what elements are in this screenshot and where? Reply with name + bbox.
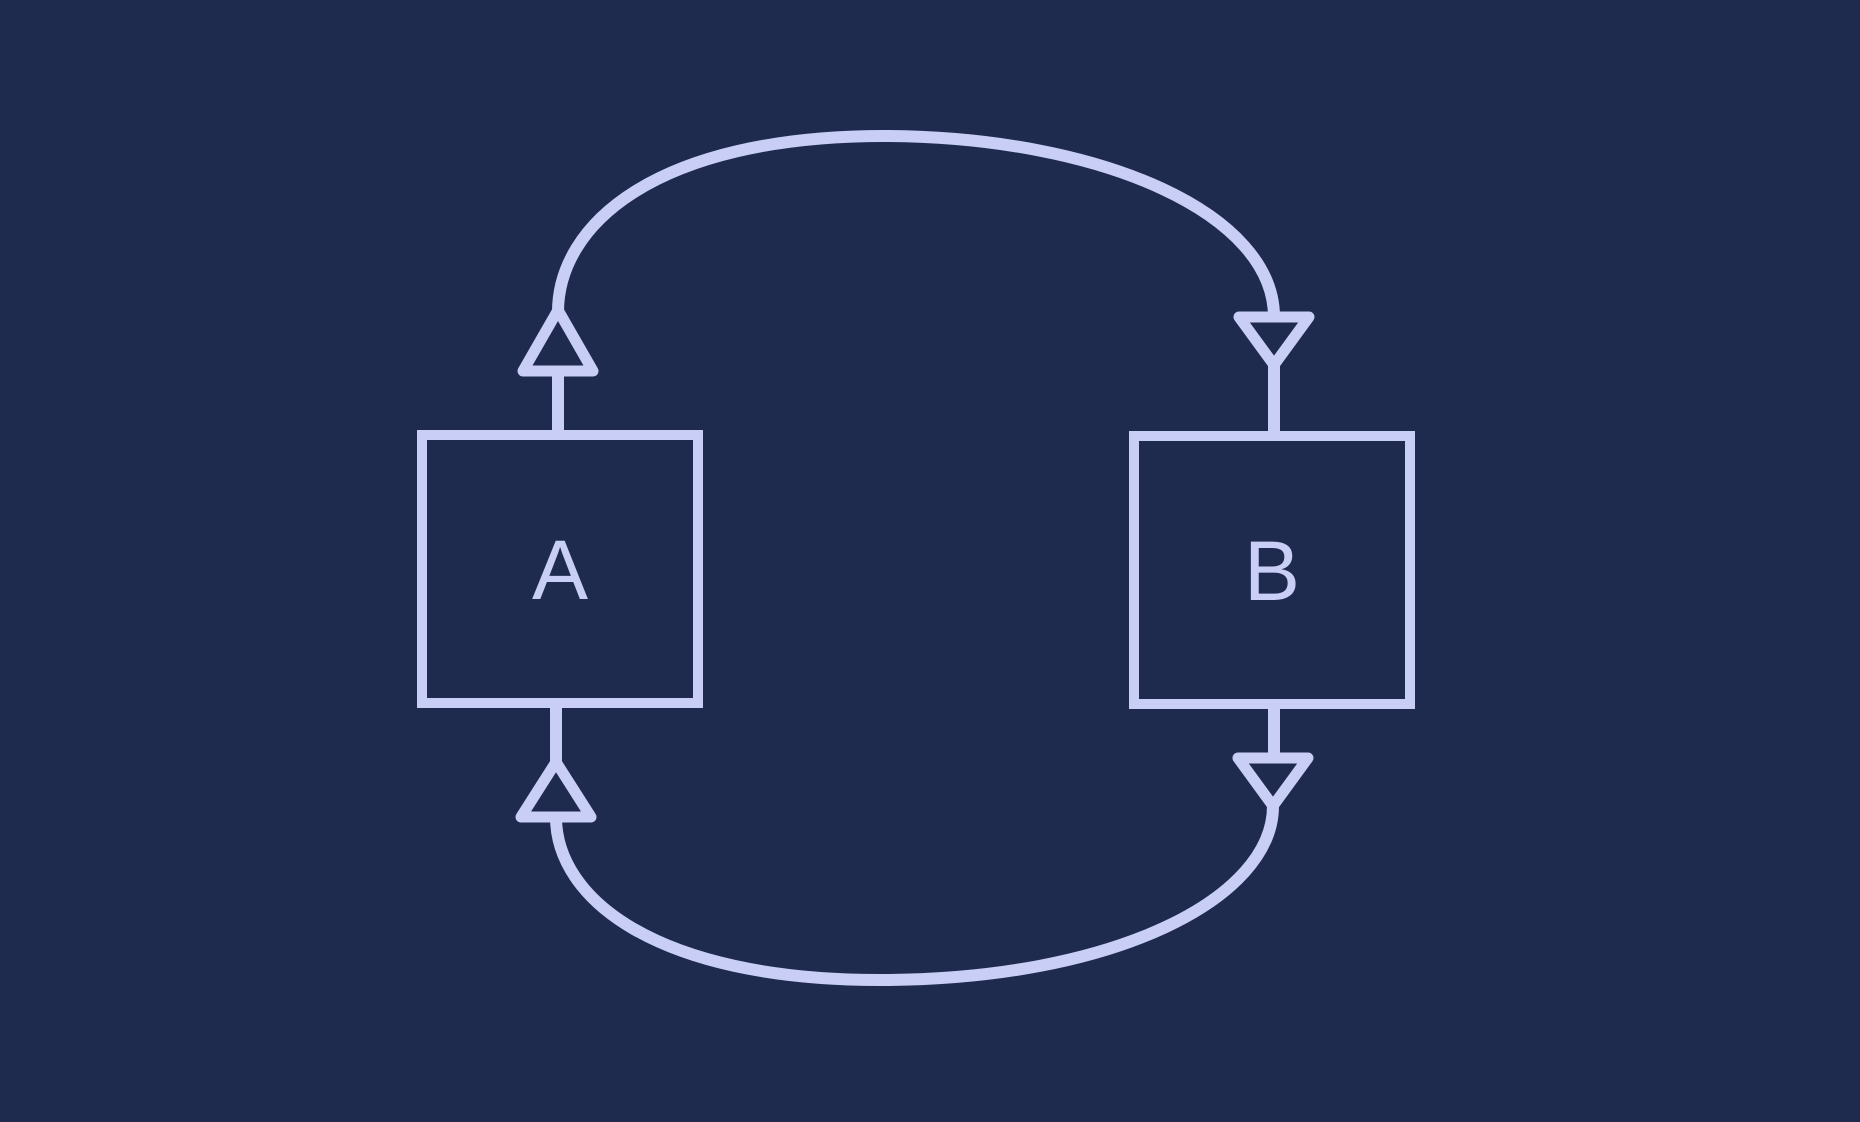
edge-a-to-b-curve (552, 129, 1280, 323)
node-b-box (1129, 431, 1415, 709)
arrowhead-down-into-b (1233, 311, 1315, 371)
node-b-label: B (1244, 524, 1300, 618)
arrowhead-down-out-of-b (1232, 752, 1314, 812)
edge-b-to-a-curve (550, 800, 1279, 987)
arrowhead-up-into-a (515, 756, 597, 823)
node-a-box (417, 430, 703, 708)
arrowhead-up-out-of-a (517, 304, 599, 377)
node-a-label: A (532, 523, 588, 617)
